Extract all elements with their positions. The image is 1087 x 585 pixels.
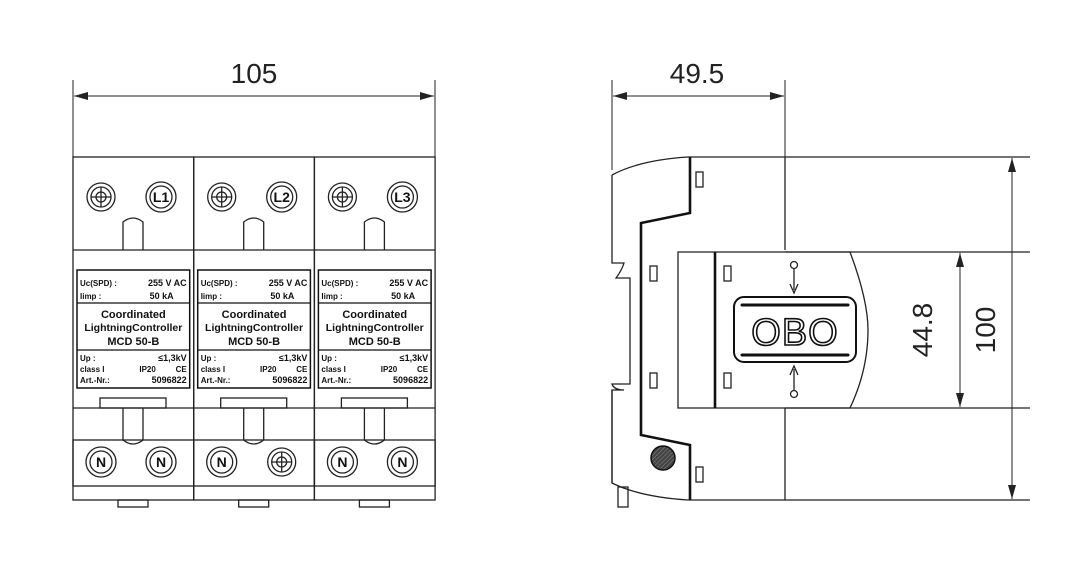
label-product-line2: LightningController <box>326 322 424 334</box>
screw-terminal-icon <box>86 182 116 212</box>
terminal-marking: L2 <box>266 181 298 213</box>
label-art-key: Art.-Nr.: <box>80 376 110 385</box>
dimension-label-100: 100 <box>970 307 1001 354</box>
terminal-marking: N <box>85 446 117 478</box>
terminal-label: N <box>217 454 227 470</box>
label-art-value: 5096822 <box>272 375 307 385</box>
dimension-label-105: 105 <box>231 58 278 89</box>
label-art-key: Art.-Nr.: <box>321 376 351 385</box>
screw-terminal-icon <box>207 182 237 212</box>
screw-terminal-icon <box>267 447 297 477</box>
screw-icon <box>650 445 676 471</box>
label-ce: CE <box>417 365 429 374</box>
side-view: 49.5 OBO 44.8 100 <box>611 58 1030 508</box>
label-ce: CE <box>176 365 188 374</box>
label-uc-value: 255 V AC <box>269 278 308 288</box>
terminal-label: N <box>96 454 106 470</box>
label-uc-key: Uc(SPD) : <box>321 279 358 288</box>
label-product-line3: MCD 50-B <box>349 336 401 348</box>
obo-logo-text: OBO <box>751 312 838 354</box>
product-label: Uc(SPD) : 255 V AC Iimp : 50 kA CoordinatedL… <box>76 269 191 389</box>
product-label: Uc(SPD) : 255 V AC Iimp : 50 kA CoordinatedL… <box>196 269 312 389</box>
label-up-key: Up : <box>321 354 337 363</box>
label-product-line1: Coordinated <box>342 309 407 321</box>
label-up-key: Up : <box>80 354 96 363</box>
terminal-marking: N <box>145 446 177 478</box>
screw-terminal-icon <box>327 182 358 212</box>
module-3: L3N N Uc(SPD) : 255 V AC Iimp : 50 kA Coordina… <box>313 156 436 508</box>
label-iimp-key: Iimp : <box>321 292 342 301</box>
label-iimp-key: Iimp : <box>201 292 222 301</box>
label-class: class I <box>321 365 345 374</box>
label-product-line1: Coordinated <box>101 309 166 321</box>
release-arrow-bottom-icon <box>789 364 799 399</box>
label-ip: IP20 <box>381 365 398 374</box>
label-product-line2: LightningController <box>84 322 182 334</box>
label-up-value: ≤1,3kV <box>158 353 186 363</box>
label-iimp-value: 50 kA <box>270 291 295 301</box>
label-up-value: ≤1,3kV <box>279 353 307 363</box>
terminal-marking: N <box>206 446 238 478</box>
terminal-label: L2 <box>274 189 291 205</box>
label-product-line1: Coordinated <box>222 309 287 321</box>
label-product-line2: LightningController <box>205 322 303 334</box>
label-iimp-key: Iimp : <box>80 292 101 301</box>
label-art-value: 5096822 <box>393 375 428 385</box>
front-view: L1N N Uc(SPD) : 255 V AC Iimp : 50 kA Coordina… <box>72 156 436 508</box>
label-ip: IP20 <box>139 365 156 374</box>
terminal-marking: L1 <box>145 181 177 213</box>
terminal-label: N <box>156 454 166 470</box>
module-1: L1N N Uc(SPD) : 255 V AC Iimp : 50 kA Coordina… <box>72 156 195 508</box>
dimension-label-44-8: 44.8 <box>907 303 938 358</box>
terminal-label: N <box>397 454 407 470</box>
terminal-label: L1 <box>153 189 170 205</box>
product-label: Uc(SPD) : 255 V AC Iimp : 50 kA CoordinatedL… <box>317 269 432 389</box>
label-art-key: Art.-Nr.: <box>201 376 231 385</box>
label-up-value: ≤1,3kV <box>400 353 428 363</box>
label-product-line3: MCD 50-B <box>228 336 280 348</box>
terminal-marking: N <box>386 446 419 478</box>
label-class: class I <box>80 365 104 374</box>
label-ce: CE <box>296 365 308 374</box>
obo-logo: OBO <box>733 296 857 363</box>
label-class: class I <box>201 365 225 374</box>
label-uc-value: 255 V AC <box>148 278 187 288</box>
module-2: L2N Uc(SPD) : 255 V AC Iimp : 50 kA Coordinat… <box>193 156 316 508</box>
terminal-marking: N <box>326 446 359 478</box>
terminal-label: L3 <box>394 189 411 205</box>
terminal-marking: L3 <box>386 181 419 213</box>
label-ip: IP20 <box>260 365 277 374</box>
release-arrow-top-icon <box>789 260 799 295</box>
label-up-key: Up : <box>201 354 217 363</box>
label-product-line3: MCD 50-B <box>107 336 159 348</box>
dimension-width-front: 105 <box>72 58 436 157</box>
label-uc-value: 255 V AC <box>389 278 428 288</box>
label-uc-key: Uc(SPD) : <box>80 279 117 288</box>
label-uc-key: Uc(SPD) : <box>201 279 238 288</box>
label-iimp-value: 50 kA <box>150 291 175 301</box>
label-art-value: 5096822 <box>152 375 187 385</box>
label-iimp-value: 50 kA <box>391 291 416 301</box>
terminal-label: N <box>337 454 347 470</box>
dimension-label-49-5: 49.5 <box>670 58 725 89</box>
